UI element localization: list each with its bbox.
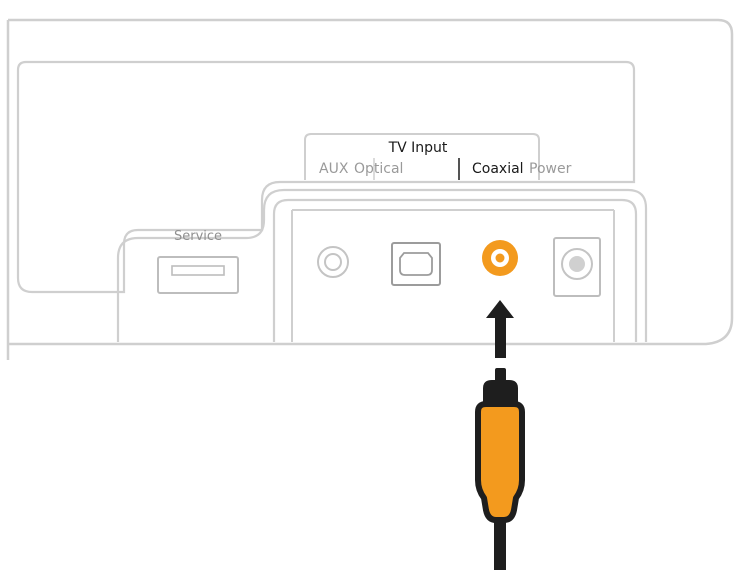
tv-input-label: TV Input xyxy=(388,140,448,156)
service-label: Service xyxy=(174,229,222,244)
connector-panel xyxy=(272,198,638,342)
arrow-up-icon xyxy=(486,300,514,358)
service-usb-slot xyxy=(171,265,225,276)
power-label: Power xyxy=(529,161,572,177)
inner-panel-outline xyxy=(16,60,636,294)
coaxial-port-center xyxy=(495,253,505,263)
tv-input-label-box xyxy=(304,133,540,180)
aux-label: AUX xyxy=(319,161,349,177)
optical-port xyxy=(391,242,441,286)
power-port-outer xyxy=(561,248,593,280)
connector-area-contour xyxy=(116,188,648,342)
aux-port-center xyxy=(324,253,342,271)
soundbar-body-outline xyxy=(8,18,734,346)
power-port xyxy=(553,237,601,297)
rca-cable-icon xyxy=(475,368,525,570)
optical-label: Optical xyxy=(354,161,403,177)
power-port-inner xyxy=(569,256,585,272)
aux-port xyxy=(317,246,349,278)
service-usb-port xyxy=(157,256,239,294)
optical-port-shape xyxy=(399,252,433,276)
coaxial-label: Coaxial xyxy=(472,161,524,177)
